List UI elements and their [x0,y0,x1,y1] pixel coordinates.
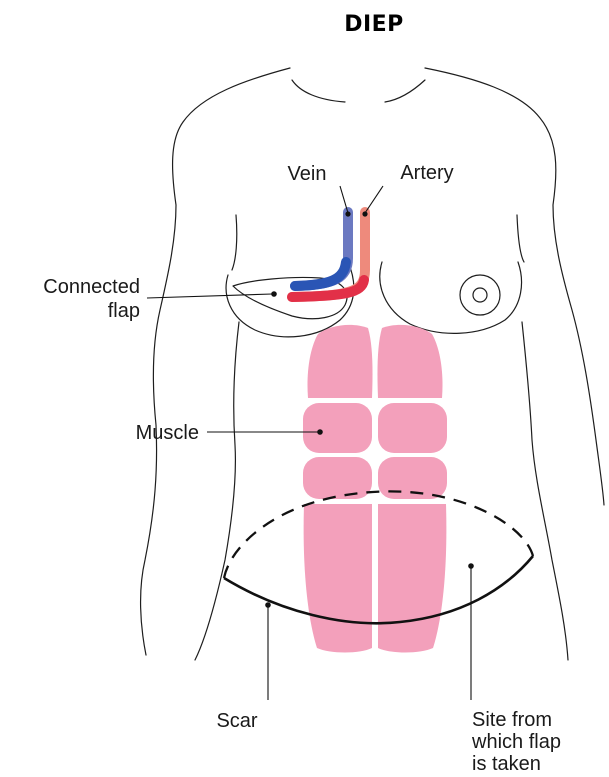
blood-vessels [292,212,365,297]
vein-leader [340,186,348,213]
vein-pointer-dot [345,211,350,216]
artery-leader [365,186,383,213]
nipple [473,288,487,302]
connected-flap-label-line2: flap [108,300,140,322]
left-arm-outline [141,68,290,655]
vein-connected-segment [295,262,346,286]
left-armpit [232,215,237,270]
muscle-segment [378,504,446,653]
site-pointer-dot [468,563,474,569]
right-collarbone [385,80,425,102]
right-torso-side [522,322,568,660]
muscle-segment [377,325,442,398]
muscle-segment [303,403,372,453]
left-collarbone [292,80,345,102]
muscle-group [303,325,447,653]
muscle-segment [304,504,372,653]
areola [460,275,500,315]
muscle-pointer-dot [317,429,323,435]
connected-flap-pointer-dot [271,291,277,297]
artery-label: Artery [400,162,453,184]
muscle-segment [378,403,447,453]
left-torso-side [195,322,239,660]
site-label-line3: is taken [472,753,541,775]
site-label-line1: Site from [472,709,552,731]
muscle-label: Muscle [136,422,199,444]
diagram-title: DIEP [344,12,404,37]
scar-label: Scar [216,710,257,732]
labels: Vein Artery Connected flap Muscle Scar S… [43,162,561,775]
connected-flap-label-line1: Connected [43,276,140,298]
scar-pointer-dot [265,602,271,608]
vein-label: Vein [288,163,327,185]
right-armpit [517,215,524,262]
site-label-line2: which flap [471,731,561,753]
artery-pointer-dot [362,211,367,216]
right-arm-outline [425,68,604,505]
muscle-segment [303,457,372,499]
muscle-segment [307,325,372,398]
connected-flap-leader [147,294,272,298]
